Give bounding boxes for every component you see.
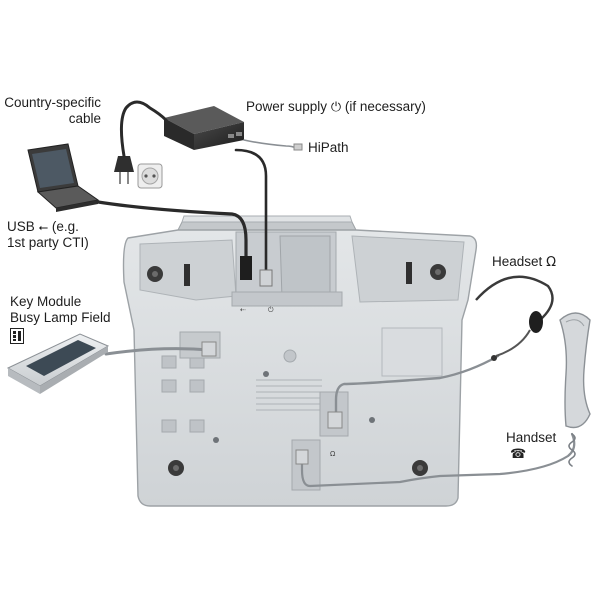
key-module-label: Key Module Busy Lamp Field bbox=[10, 294, 111, 326]
key-module-device bbox=[6, 333, 110, 394]
usb-text: USB bbox=[7, 219, 35, 234]
country-cable-label-line1: Country-specific bbox=[4, 95, 101, 110]
power-supply-unit bbox=[164, 106, 244, 150]
headset-icon: Ω bbox=[546, 255, 556, 270]
laptop bbox=[27, 143, 100, 212]
svg-text:Ω: Ω bbox=[330, 450, 336, 458]
power-supply-text: Power supply bbox=[246, 99, 328, 114]
headset-text: Headset bbox=[492, 254, 543, 269]
rubber-feet bbox=[147, 264, 446, 476]
headset-device bbox=[475, 275, 554, 361]
power-symbol-icon: ⏻ bbox=[330, 100, 342, 115]
power-supply-note: (if necessary) bbox=[344, 99, 426, 114]
handset-icon: ☎ bbox=[510, 447, 527, 462]
key-module-label-line1: Key Module bbox=[10, 294, 82, 309]
wall-socket bbox=[137, 163, 163, 189]
usb-trident-icon: ⭠ bbox=[38, 220, 49, 234]
usb-label: USB ⭠ (e.g. 1st party CTI) bbox=[7, 219, 89, 251]
svg-text:⇠: ⇠ bbox=[240, 306, 246, 314]
key-module-icon bbox=[10, 328, 24, 344]
mains-plug bbox=[114, 156, 134, 184]
power-supply-label: Power supply ⏻ (if necessary) bbox=[246, 99, 426, 116]
key-module-label-line2: Busy Lamp Field bbox=[10, 310, 111, 325]
handset-device bbox=[559, 312, 591, 429]
svg-text:⏻: ⏻ bbox=[268, 306, 274, 314]
hipath-label: HiPath bbox=[308, 140, 349, 155]
phone-base: ⇠ ⏻ Ω bbox=[122, 215, 478, 507]
vent-grill bbox=[256, 379, 322, 411]
cables bbox=[96, 100, 576, 488]
country-cable-label-line2: cable bbox=[68, 111, 101, 126]
usb-note-line1: (e.g. bbox=[51, 219, 79, 234]
handset-label: Handset bbox=[506, 430, 557, 445]
headset-label: Headset Ω bbox=[492, 254, 556, 271]
usb-note-line2: 1st party CTI) bbox=[7, 235, 89, 250]
country-cable-label: Country-specific cable bbox=[0, 95, 101, 127]
